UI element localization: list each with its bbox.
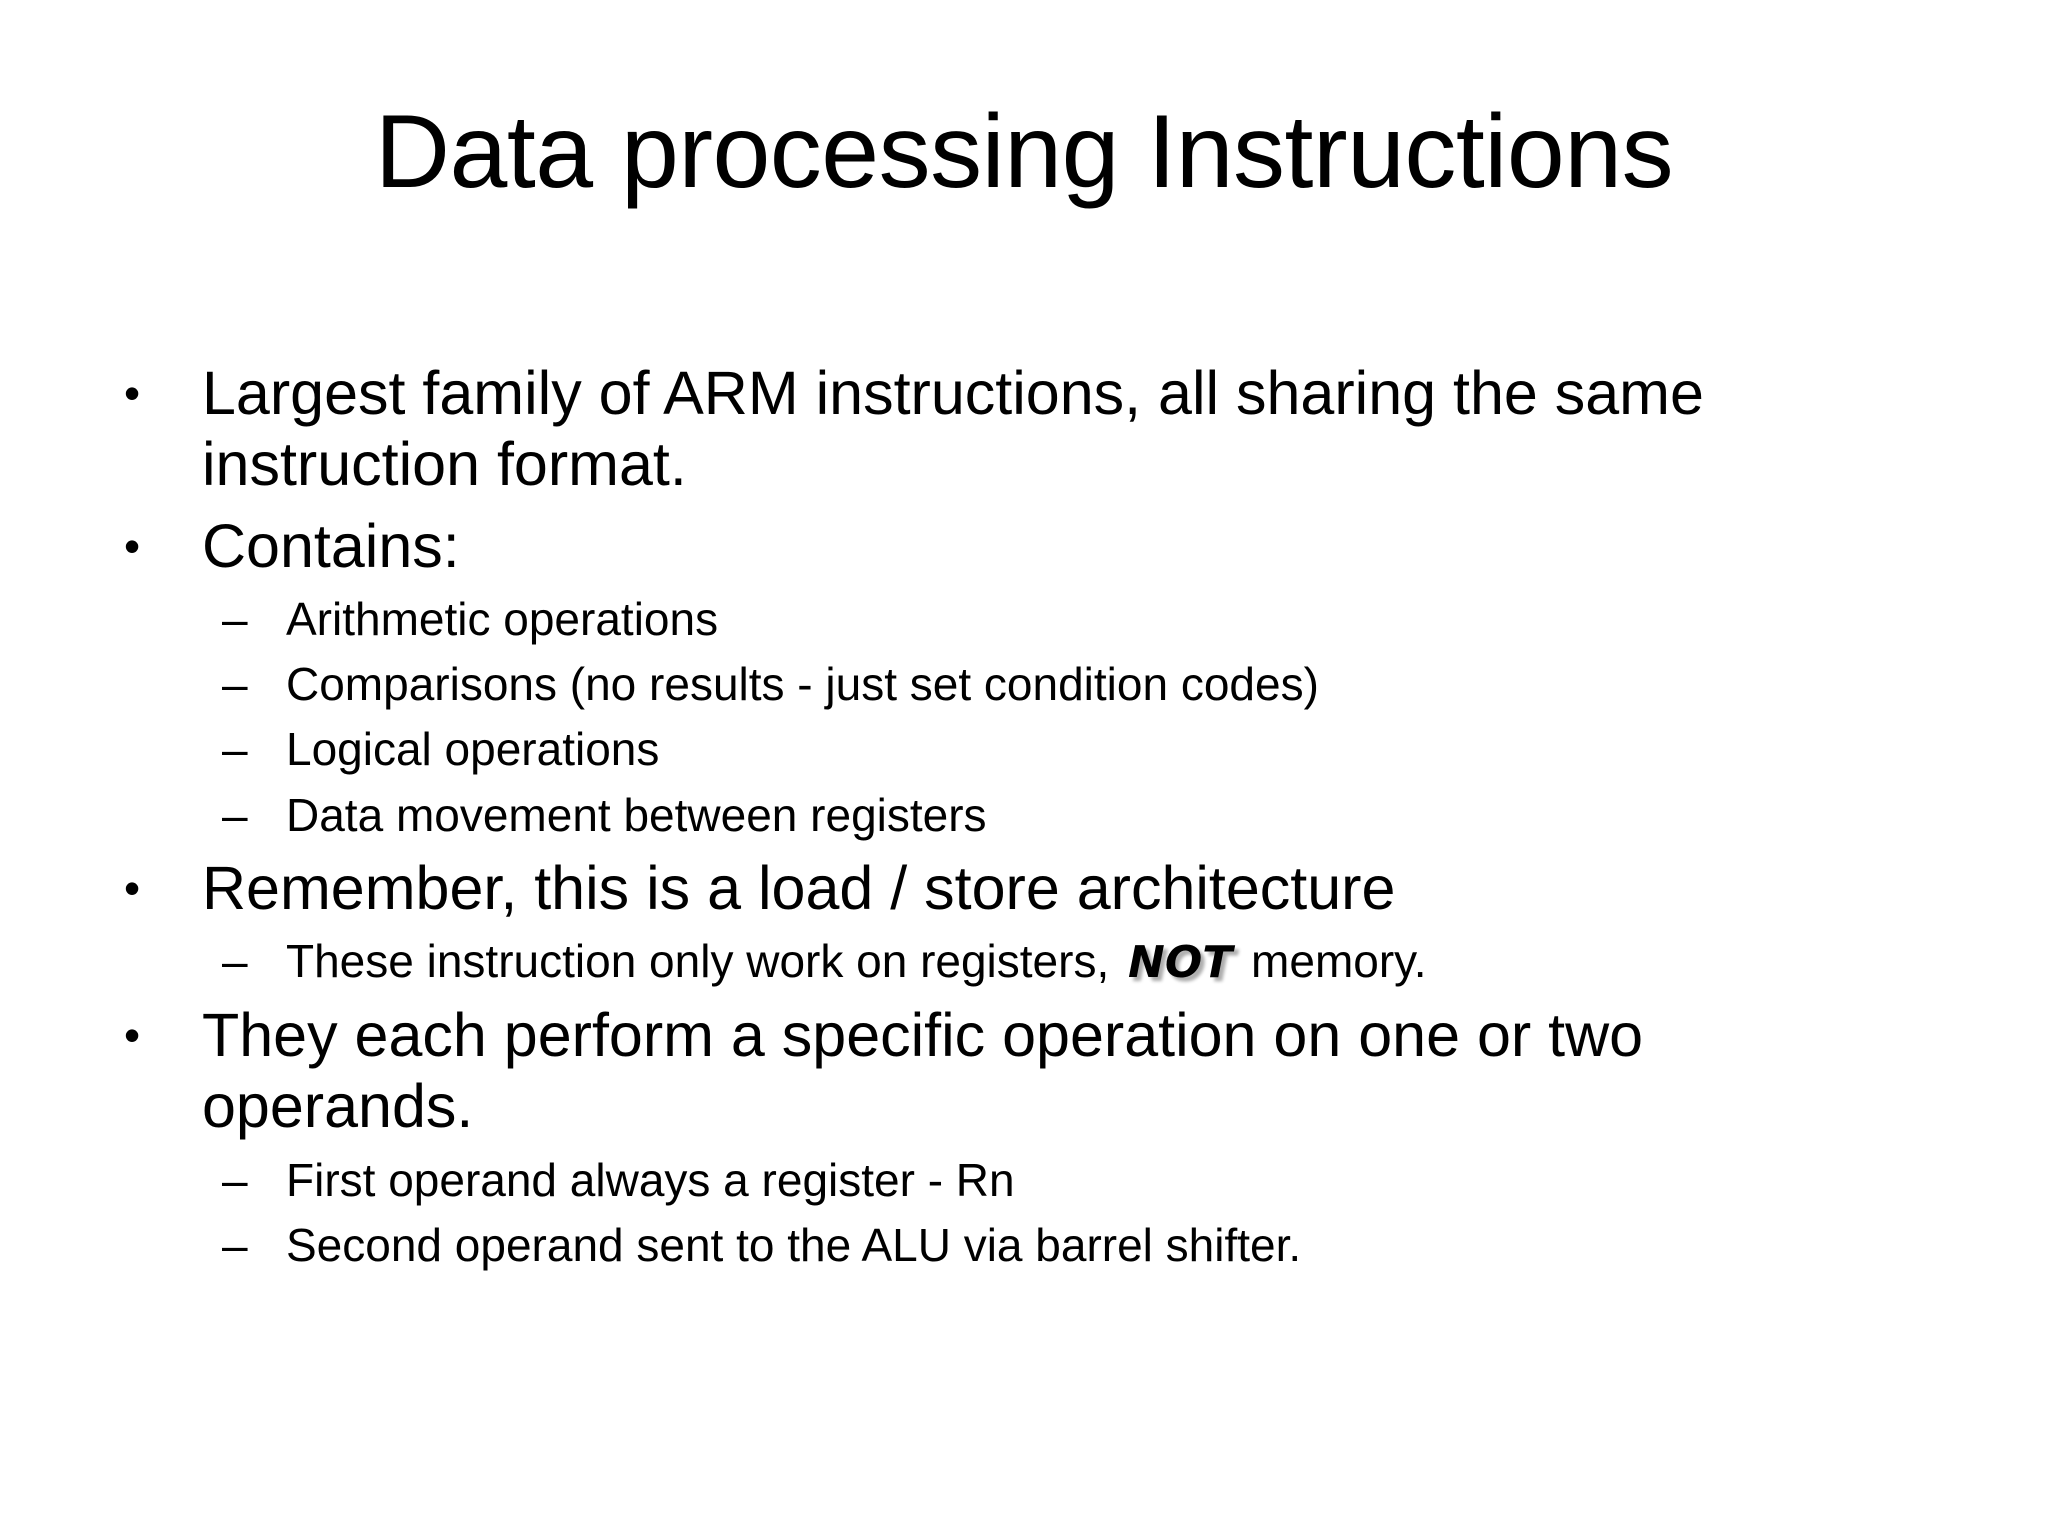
list-item-label: They each perform a specific operation o… [202, 1000, 1644, 1141]
sub-list-item-text-after: memory. [1238, 935, 1427, 988]
sub-list-item-label: Logical operations [286, 723, 660, 776]
dash-icon: – [222, 658, 248, 711]
list-item: • Remember, this is a load / store archi… [110, 853, 1970, 924]
list-item-label: Contains: [202, 511, 460, 580]
page-title: Data processing Instructions [374, 94, 1674, 210]
sub-list-item: – Logical operations [110, 722, 1970, 777]
list-item-label: Largest family of ARM instructions, all … [202, 359, 1704, 499]
dash-icon: – [222, 593, 248, 646]
sub-list-item-label: Second operand sent to the ALU via barre… [286, 1218, 1302, 1271]
list-item: • Contains: [110, 511, 1970, 582]
bullet-icon: • [124, 1008, 141, 1061]
sub-list-item: – Data movement between registers [110, 788, 1970, 843]
bullet-icon: • [124, 519, 141, 572]
sub-list-item: – Arithmetic operations [110, 592, 1970, 647]
sub-list-item-label: Comparisons (no results - just set condi… [286, 658, 1319, 711]
sub-list-item: – These instruction only work on registe… [110, 934, 1970, 990]
sub-list-item-label: Data movement between registers [286, 788, 987, 841]
sub-list-item: – Second operand sent to the ALU via bar… [110, 1218, 1970, 1273]
sub-list-item-label: Arithmetic operations [286, 593, 719, 646]
sub-list-item: – First operand always a register - Rn [110, 1153, 1970, 1208]
list-item: • Largest family of ARM instructions, al… [110, 358, 1970, 501]
bullet-icon: • [124, 367, 141, 419]
sub-list-item-text-before: These instruction only work on registers… [286, 935, 1123, 988]
list-item-label: Remember, this is a load / store archite… [202, 853, 1396, 922]
dash-icon: – [222, 1218, 248, 1271]
emphasis-not: NOT [1128, 937, 1233, 989]
dash-icon: – [222, 935, 248, 988]
dash-icon: – [222, 723, 248, 776]
bullet-icon: • [124, 861, 141, 914]
sub-list-item: – Comparisons (no results - just set con… [110, 657, 1970, 712]
dash-icon: – [222, 788, 248, 841]
sub-list-item-label: These instruction only work on registers… [286, 934, 1970, 990]
list-item: • They each perform a specific operation… [110, 1000, 1970, 1143]
slide-body-list: • Largest family of ARM instructions, al… [110, 358, 1970, 1273]
sub-list-item-label: First operand always a register - Rn [286, 1153, 1015, 1206]
dash-icon: – [222, 1153, 248, 1206]
